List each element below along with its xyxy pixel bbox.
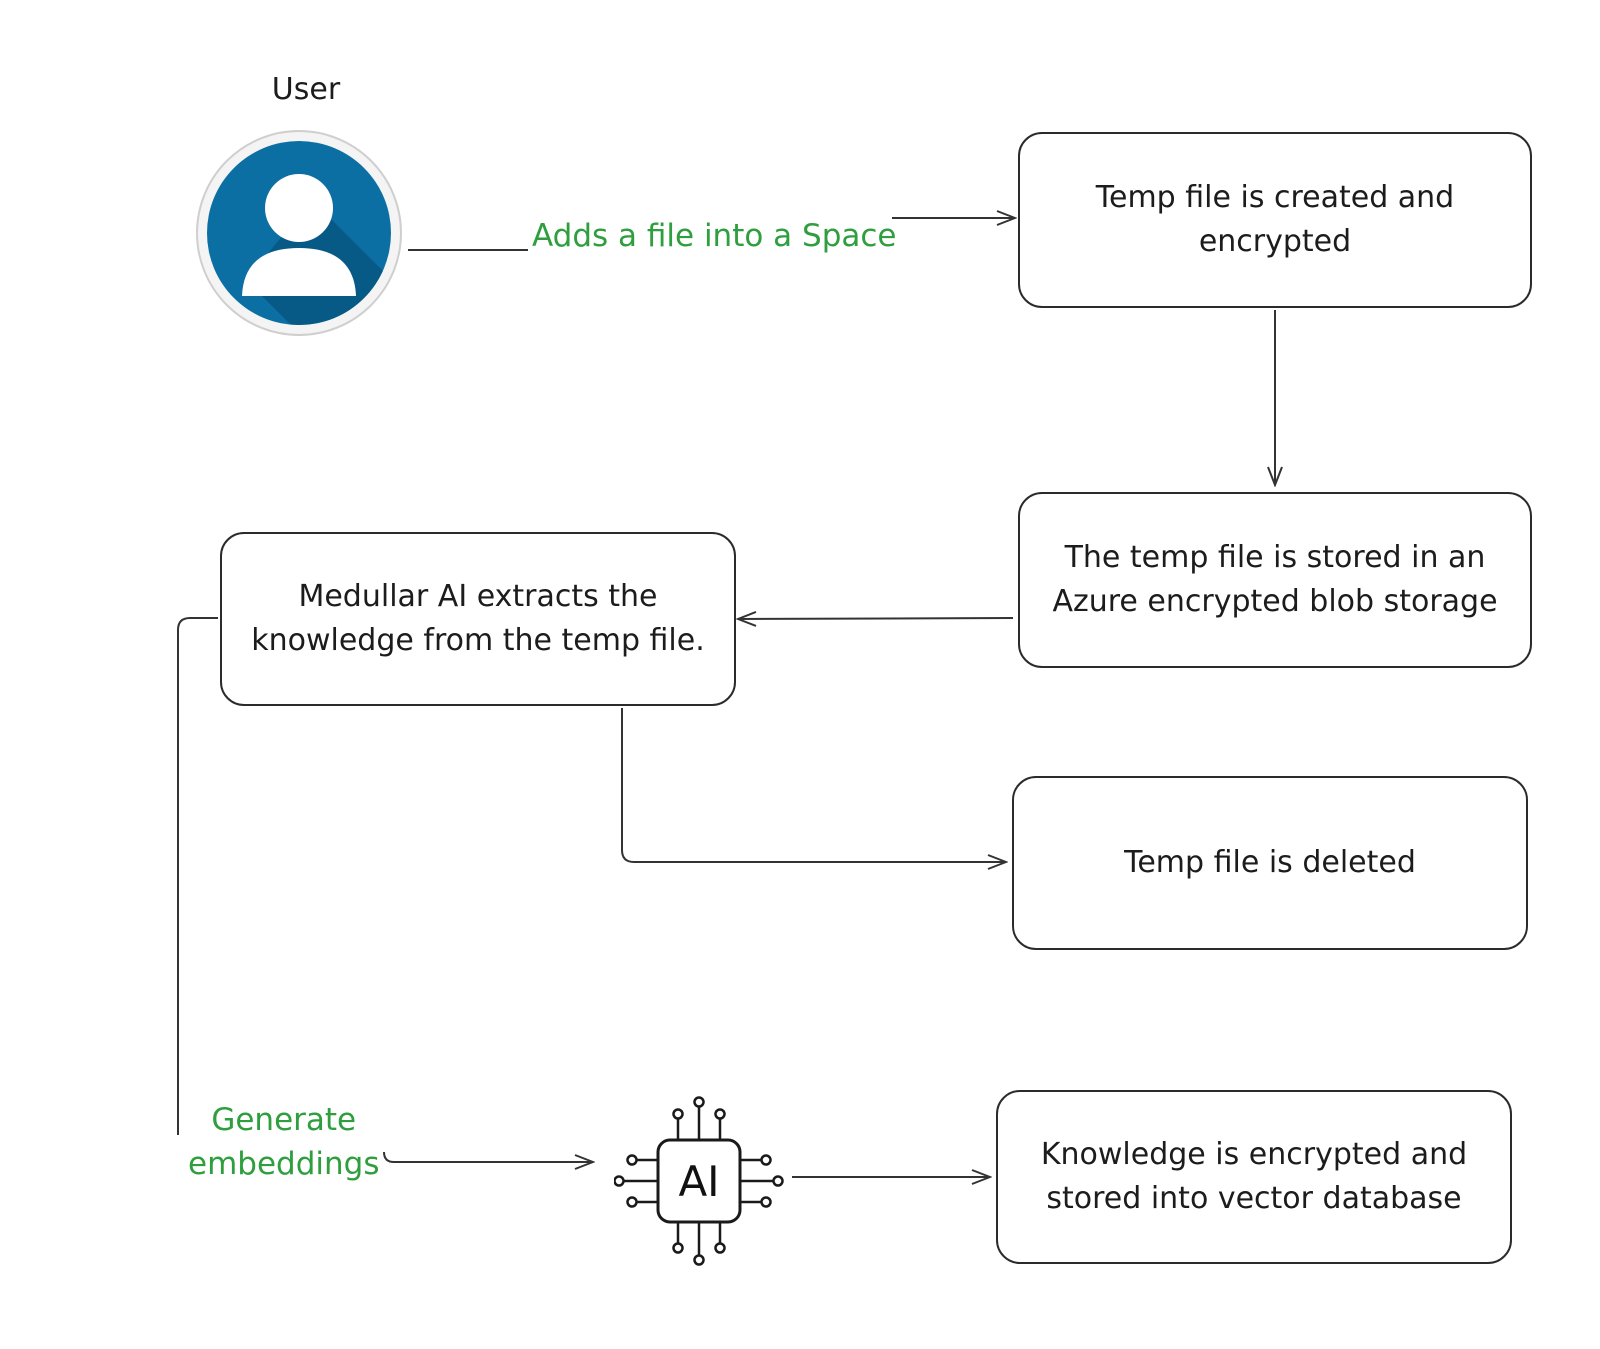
ai-chip-text: AI (678, 1156, 720, 1206)
node-temp-file-created[interactable]: Temp file is created and encrypted (1018, 132, 1532, 308)
node-temp-file-stored[interactable]: The temp file is stored in an Azure encr… (1018, 492, 1532, 668)
node-ai-extracts-knowledge-text: Medullar AI extracts the knowledge from … (251, 579, 705, 658)
edge-stored-to-extracts (738, 618, 1014, 619)
node-temp-file-deleted-text: Temp file is deleted (1124, 845, 1416, 880)
user-avatar-icon (196, 130, 402, 336)
edge-extracts-to-deleted (621, 708, 1006, 862)
user-label: User (271, 72, 341, 107)
node-temp-file-created-text: Temp file is created and encrypted (1095, 180, 1455, 259)
node-temp-file-deleted[interactable]: Temp file is deleted (1012, 776, 1528, 950)
node-knowledge-stored-text: Knowledge is encrypted and stored into v… (1040, 1137, 1468, 1216)
edge-extracts-to-embeddings (177, 617, 218, 1135)
node-temp-file-stored-text: The temp file is stored in an Azure encr… (1052, 540, 1498, 619)
edge-label-adds-file: Adds a file into a Space (532, 218, 897, 254)
edge-label-generate-embeddings: Generate embeddings (188, 1102, 380, 1182)
node-ai-extracts-knowledge[interactable]: Medullar AI extracts the knowledge from … (220, 532, 736, 706)
node-knowledge-stored[interactable]: Knowledge is encrypted and stored into v… (996, 1090, 1512, 1264)
edge-embeddings-to-ai (383, 1151, 593, 1162)
ai-chip-icon: AI (614, 1096, 784, 1266)
